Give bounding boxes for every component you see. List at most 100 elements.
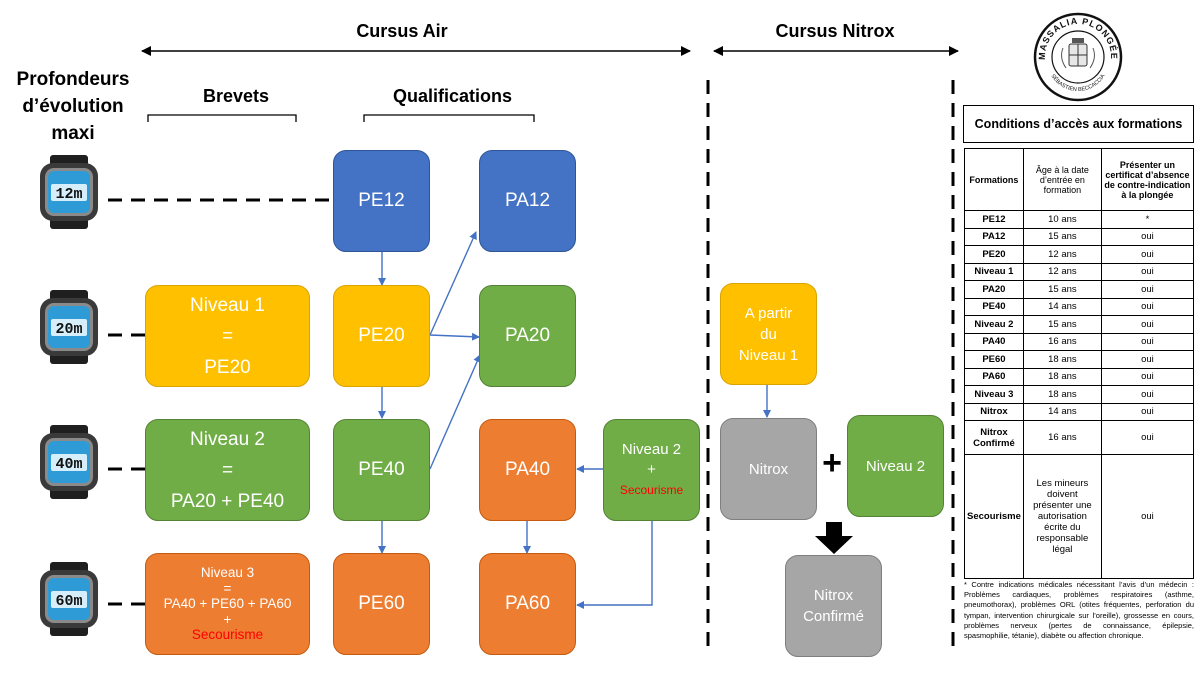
cursus-air-title: Cursus Air <box>356 21 448 41</box>
conditions-title-box: Conditions d’accès aux formations <box>963 105 1194 143</box>
conditions-table: Formations Âge à la date d’entrée en for… <box>964 148 1195 579</box>
depth-label: 20m <box>55 321 82 338</box>
arrow-pe40-pa20 <box>429 354 481 470</box>
nitrox-box: Nitrox <box>720 418 817 520</box>
depth-label: 40m <box>55 456 82 473</box>
formation-cell: Secourisme <box>964 454 1024 579</box>
age-cell: 18 ans <box>1022 385 1102 404</box>
niveau1-detail: PE20 <box>204 356 251 378</box>
formation-cell: PE20 <box>964 245 1024 264</box>
age-cell: 15 ans <box>1022 280 1102 299</box>
age-cell: 18 ans <box>1022 350 1102 369</box>
n2s-secourisme: Secourisme <box>619 483 684 497</box>
table-header-row: Formations Âge à la date d’entrée en for… <box>964 148 1195 211</box>
formation-cell: Nitrox Confirmé <box>964 420 1024 455</box>
formation-cell: Niveau 2 <box>964 315 1024 334</box>
qualifications-title: Qualifications <box>392 86 513 106</box>
brevets-title: Brevets <box>202 86 270 106</box>
certificat-cell: oui <box>1100 262 1195 281</box>
massalia-plongee-logo: MASSALIA PLONGÉE SÉBASTIEN BECCACCIA <box>1033 12 1123 102</box>
nitrox-confirme-box: Nitrox Confirmé <box>785 555 882 657</box>
niveau2-secourisme-box: Niveau 2 + Secourisme <box>603 419 700 521</box>
certificat-cell: oui <box>1100 454 1195 579</box>
formation-cell: PA60 <box>964 367 1024 386</box>
niveau3-secourisme: Secourisme <box>191 627 264 643</box>
pe20-box: PE20 <box>333 285 430 387</box>
niveau2-equals: = <box>221 459 234 481</box>
certificat-cell: oui <box>1100 297 1195 316</box>
niveau3-equals: = <box>223 580 232 596</box>
age-cell: 16 ans <box>1022 420 1102 455</box>
formation-cell: Niveau 1 <box>964 262 1024 281</box>
formation-cell: PA12 <box>964 227 1024 246</box>
formation-cell: PA40 <box>964 332 1024 351</box>
watch-icon: 20m <box>40 290 98 364</box>
arrow-n2s-pa60 <box>576 520 653 609</box>
pe60-box: PE60 <box>333 553 430 655</box>
age-cell: 15 ans <box>1022 227 1102 246</box>
pa20-box: PA20 <box>479 285 576 387</box>
certificat-cell: oui <box>1100 420 1195 455</box>
niveau3-plus: + <box>223 611 232 627</box>
watch-icon: 12m <box>40 155 98 229</box>
niveau2-detail: PA20 + PE40 <box>170 490 285 512</box>
niveau1-equals: = <box>221 325 234 347</box>
niveau3-detail: PA40 + PE60 + PA60 <box>163 596 292 612</box>
depth-watch-60: 60m <box>37 562 101 636</box>
a-partir-l1: A partir <box>744 304 793 322</box>
age-cell: 12 ans <box>1022 245 1102 264</box>
niveau2-box: Niveau 2 = PA20 + PE40 <box>145 419 310 521</box>
conditions-title: Conditions d’accès aux formations <box>974 117 1183 131</box>
age-cell: 18 ans <box>1022 367 1102 386</box>
cursus-nitrox-title: Cursus Nitrox <box>775 21 895 41</box>
certificat-cell: oui <box>1100 350 1195 369</box>
pe12-box: PE12 <box>333 150 430 252</box>
pa12-box: PA12 <box>479 150 576 252</box>
nitrox-niveau2-box: Niveau 2 <box>847 415 944 517</box>
arrow-pe20-pa20 <box>429 332 480 341</box>
header-certificat: Présenter un certificat d’absence de con… <box>1100 148 1195 211</box>
pe40-box: PE40 <box>333 419 430 521</box>
depth-label: 12m <box>55 186 82 203</box>
depth-watch-40: 40m <box>37 425 101 499</box>
header-formations: Formations <box>964 148 1024 211</box>
watch-icon: 60m <box>40 562 98 636</box>
certificat-cell: oui <box>1100 367 1195 386</box>
certificat-cell: oui <box>1100 280 1195 299</box>
arrow-pe20-pa12 <box>429 231 477 336</box>
n2s-title: Niveau 2 <box>621 441 682 458</box>
depth-watch-12: 12m <box>37 155 101 229</box>
formation-cell: PE60 <box>964 350 1024 369</box>
certificat-cell: oui <box>1100 245 1195 264</box>
certificat-cell: oui <box>1100 227 1195 246</box>
age-cell: 14 ans <box>1022 402 1102 421</box>
qualifications-bracket <box>363 114 535 122</box>
header-age: Âge à la date d’entrée en formation <box>1022 148 1102 211</box>
niveau1-box: Niveau 1 = PE20 <box>145 285 310 387</box>
n2s-plus: + <box>647 461 656 478</box>
niveau3-box: Niveau 3 = PA40 + PE60 + PA60 + Secouris… <box>145 553 310 655</box>
profondeurs-title: Profondeurs d’évolution maxi <box>16 69 130 144</box>
certificat-cell: * <box>1100 210 1195 229</box>
medical-footnote: * Contre indications médicales nécessita… <box>964 580 1194 641</box>
certificat-cell: oui <box>1100 315 1195 334</box>
depth-label: 60m <box>55 593 82 610</box>
age-cell: 10 ans <box>1022 210 1102 229</box>
age-cell: 14 ans <box>1022 297 1102 316</box>
plus-sign: + <box>822 444 842 482</box>
a-partir-l3: Niveau 1 <box>738 346 799 364</box>
